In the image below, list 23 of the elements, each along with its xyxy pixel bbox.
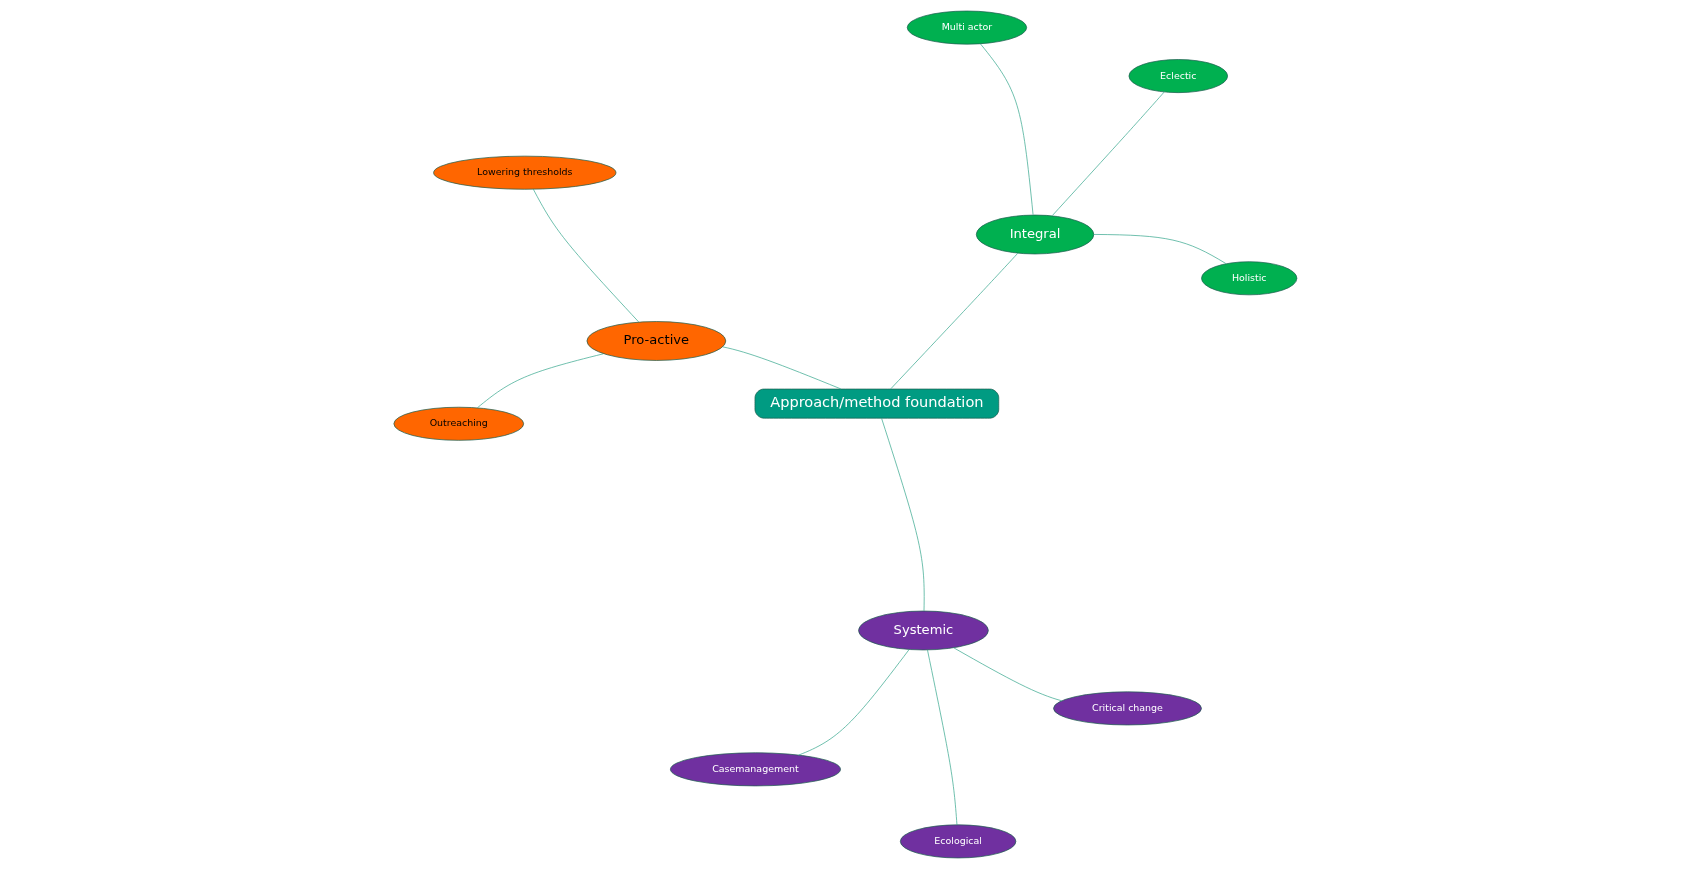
connector [980,43,1034,216]
connector [798,649,910,756]
node-ellipse: Casemanagement [670,752,841,787]
node-ellipse: Critical change [1053,691,1202,726]
connector [881,417,925,612]
connector [476,353,604,409]
node-ellipse: Outreaching [393,406,525,441]
node-ellipse: Holistic [1201,261,1298,296]
connector [722,346,842,390]
node-ellipse: Pro-active [586,321,727,361]
connector [927,649,958,826]
connector [890,252,1019,390]
connector [953,647,1063,702]
node-ellipse: Integral [975,214,1095,255]
node-ellipse: Lowering thresholds [433,155,617,190]
connector [532,188,639,323]
connector [1093,234,1227,264]
node-ellipse: Eclectic [1128,59,1228,93]
node-ellipse: Ecological [899,824,1017,859]
node-ellipse: Multi actor [906,10,1028,45]
node-box: Approach/method foundation [754,388,1000,419]
node-ellipse: Systemic [858,610,989,651]
connector [1052,91,1165,216]
